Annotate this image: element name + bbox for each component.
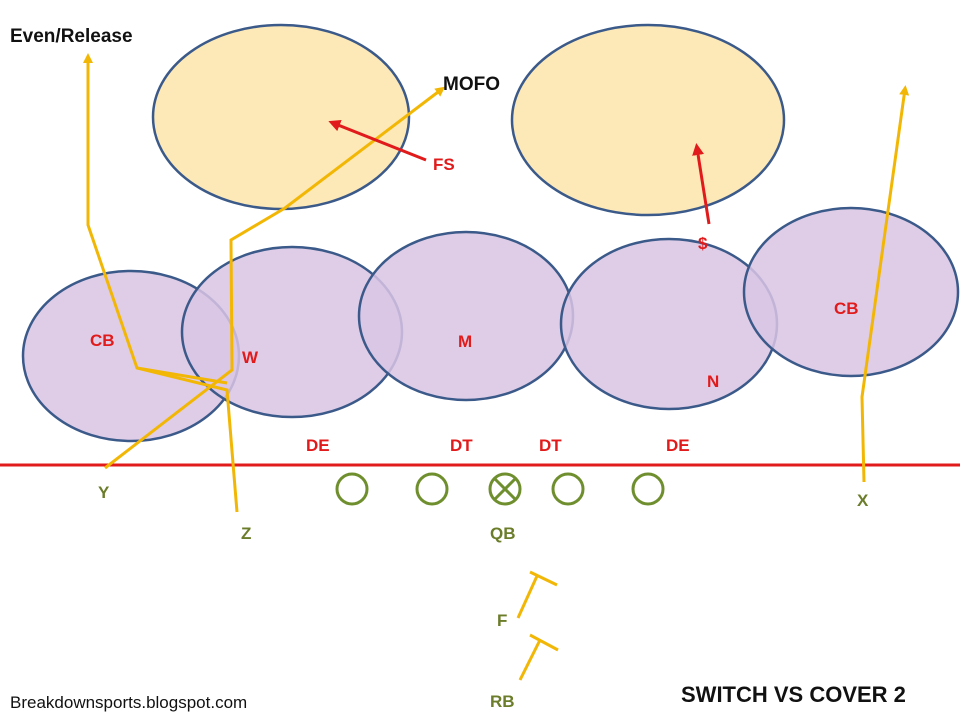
left-guard <box>415 472 449 506</box>
rb-block-route <box>518 639 542 681</box>
rb-label: RB <box>490 692 515 711</box>
route-y-break <box>136 366 228 385</box>
cb-left-label: CB <box>90 331 115 350</box>
qb-label: QB <box>490 524 516 543</box>
y-label: Y <box>98 483 110 502</box>
z-label: Z <box>241 524 251 543</box>
route-y-switch <box>104 86 446 470</box>
de-left-label: DE <box>306 436 330 455</box>
f-label: F <box>497 611 507 630</box>
route-x-vertical <box>860 85 910 483</box>
footer-title: SWITCH VS COVER 2 <box>681 682 906 707</box>
de-right-label: DE <box>666 436 690 455</box>
x-label: X <box>857 491 869 510</box>
mike-label: M <box>458 332 472 351</box>
cb-right-label: CB <box>834 299 859 318</box>
strong-safety-arrow <box>692 143 711 225</box>
f-block-bar <box>529 570 558 587</box>
will-label: W <box>242 348 259 367</box>
center-x-b <box>493 477 517 501</box>
footer-site: Breakdownsports.blogspot.com <box>10 693 247 712</box>
zone-cb-right <box>742 206 960 378</box>
nickel-label: N <box>707 372 719 391</box>
left-tackle <box>335 472 369 506</box>
fs-label: FS <box>433 155 455 174</box>
zone-nickel <box>559 237 779 411</box>
dt-right-label: DT <box>539 436 562 455</box>
f-block-route <box>516 575 539 619</box>
right-guard <box>551 472 585 506</box>
center <box>488 472 522 506</box>
even-release-label: Even/Release <box>10 26 133 47</box>
deep-zone-right <box>510 23 786 217</box>
strong-safety-label: $ <box>698 234 708 253</box>
fs-arrow <box>328 120 427 162</box>
right-tackle <box>631 472 665 506</box>
deep-zone-left <box>151 23 411 211</box>
dt-left-label: DT <box>450 436 473 455</box>
zone-mike <box>357 230 575 402</box>
mofo-label: MOFO <box>443 74 500 95</box>
rb-block-bar <box>529 633 559 652</box>
